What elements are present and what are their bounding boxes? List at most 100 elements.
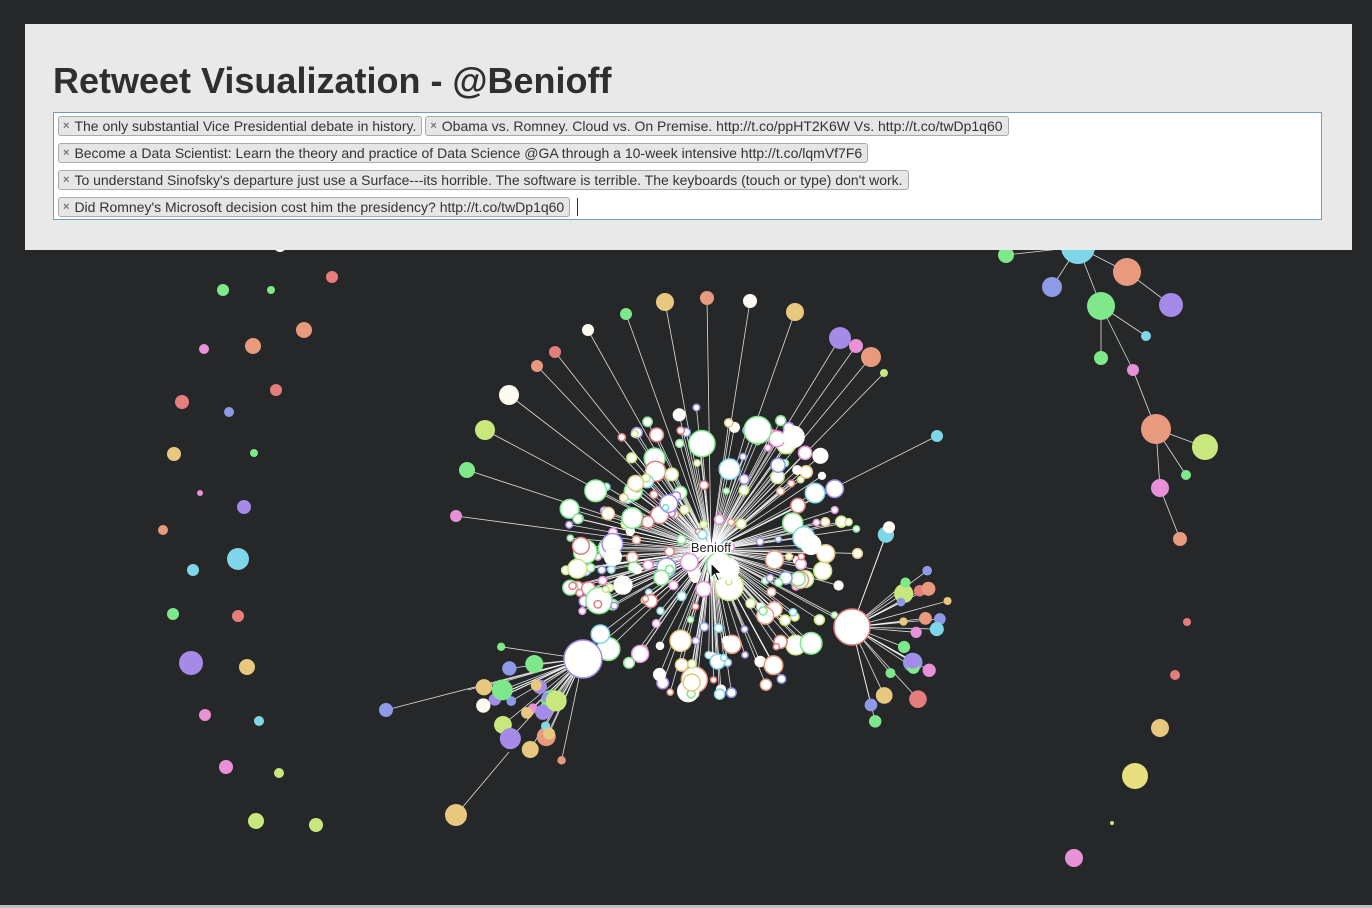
user-node[interactable]: [738, 473, 750, 485]
user-node[interactable]: [630, 429, 639, 438]
user-node[interactable]: [572, 513, 584, 525]
user-node[interactable]: [775, 415, 787, 427]
user-node[interactable]: [224, 407, 234, 417]
user-node[interactable]: [672, 408, 686, 422]
user-node[interactable]: [713, 623, 724, 634]
user-node[interactable]: [250, 449, 258, 457]
user-node[interactable]: [535, 704, 551, 720]
user-node[interactable]: [788, 607, 798, 617]
user-node[interactable]: [910, 626, 922, 638]
user-node[interactable]: [676, 426, 686, 435]
user-node[interactable]: [1181, 470, 1191, 480]
user-node[interactable]: [764, 550, 785, 570]
user-node[interactable]: [543, 727, 555, 740]
user-node[interactable]: [766, 586, 777, 598]
user-node[interactable]: [869, 715, 882, 728]
user-node[interactable]: [849, 339, 863, 353]
user-node[interactable]: [653, 569, 670, 586]
user-node[interactable]: [499, 728, 521, 750]
user-node[interactable]: [219, 760, 233, 774]
user-node[interactable]: [743, 294, 757, 308]
user-node[interactable]: [1094, 351, 1108, 365]
user-node[interactable]: [784, 552, 794, 561]
user-node[interactable]: [709, 676, 718, 684]
user-node[interactable]: [1065, 849, 1083, 867]
user-node[interactable]: [199, 709, 211, 721]
user-node[interactable]: [309, 818, 323, 832]
user-node[interactable]: [626, 452, 638, 464]
user-node[interactable]: [797, 552, 806, 561]
user-node[interactable]: [899, 617, 908, 626]
user-node[interactable]: [610, 601, 619, 610]
tweet-tag[interactable]: ×The only substantial Vice Presidential …: [58, 116, 423, 136]
user-node[interactable]: [776, 486, 785, 496]
user-node[interactable]: [817, 471, 827, 481]
user-node[interactable]: [593, 599, 603, 609]
user-node[interactable]: [691, 636, 701, 646]
user-node[interactable]: [919, 612, 932, 625]
user-node[interactable]: [929, 622, 944, 637]
user-node[interactable]: [531, 360, 543, 372]
user-node[interactable]: [557, 756, 566, 765]
remove-tag-icon[interactable]: ×: [63, 147, 70, 159]
user-node[interactable]: [770, 457, 786, 473]
user-node[interactable]: [565, 520, 574, 529]
user-node[interactable]: [649, 427, 665, 443]
user-node[interactable]: [578, 606, 587, 616]
user-node[interactable]: [1173, 532, 1187, 546]
user-node[interactable]: [679, 504, 690, 515]
user-node[interactable]: [792, 464, 803, 476]
tweet-tag[interactable]: ×Become a Data Scientist: Learn the theo…: [58, 143, 869, 163]
user-node[interactable]: [661, 503, 670, 512]
user-node[interactable]: [743, 415, 772, 445]
user-node[interactable]: [897, 640, 911, 654]
user-node[interactable]: [499, 385, 519, 405]
user-node[interactable]: [676, 534, 687, 545]
user-node[interactable]: [1087, 292, 1115, 320]
user-node[interactable]: [1151, 719, 1169, 737]
user-node[interactable]: [179, 651, 203, 675]
user-node[interactable]: [900, 577, 911, 588]
user-node[interactable]: [641, 473, 651, 483]
user-node[interactable]: [590, 624, 611, 645]
user-node[interactable]: [617, 432, 627, 442]
user-node[interactable]: [692, 403, 701, 412]
user-node[interactable]: [496, 688, 507, 699]
user-node[interactable]: [641, 515, 655, 529]
user-node[interactable]: [175, 395, 189, 409]
user-node[interactable]: [1122, 763, 1148, 789]
user-node[interactable]: [656, 293, 674, 311]
user-node[interactable]: [1042, 277, 1062, 297]
user-node[interactable]: [652, 667, 667, 682]
user-node[interactable]: [530, 679, 542, 691]
user-node[interactable]: [721, 635, 731, 645]
user-node[interactable]: [825, 479, 845, 499]
user-node[interactable]: [725, 687, 737, 699]
remove-tag-icon[interactable]: ×: [63, 120, 70, 132]
user-node[interactable]: [1141, 331, 1151, 341]
user-node[interactable]: [502, 661, 517, 676]
user-node[interactable]: [167, 447, 181, 461]
user-node[interactable]: [727, 518, 736, 527]
user-node[interactable]: [1113, 258, 1141, 286]
user-node[interactable]: [790, 571, 806, 587]
user-node[interactable]: [763, 655, 784, 676]
user-node[interactable]: [813, 561, 833, 581]
user-node[interactable]: [755, 537, 765, 546]
user-node[interactable]: [1141, 414, 1171, 444]
user-node[interactable]: [267, 286, 275, 294]
user-node[interactable]: [613, 575, 633, 595]
user-node[interactable]: [875, 687, 893, 704]
user-node[interactable]: [167, 608, 179, 620]
user-node[interactable]: [630, 644, 650, 664]
user-node[interactable]: [525, 655, 544, 674]
user-node[interactable]: [627, 474, 645, 492]
user-node[interactable]: [698, 480, 710, 491]
user-node[interactable]: [820, 516, 831, 528]
user-node[interactable]: [852, 524, 861, 533]
tweet-tag[interactable]: ×Did Romney's Microsoft decision cost hi…: [58, 197, 571, 217]
user-node[interactable]: [695, 580, 712, 598]
user-node[interactable]: [606, 565, 616, 574]
user-node[interactable]: [664, 546, 675, 557]
